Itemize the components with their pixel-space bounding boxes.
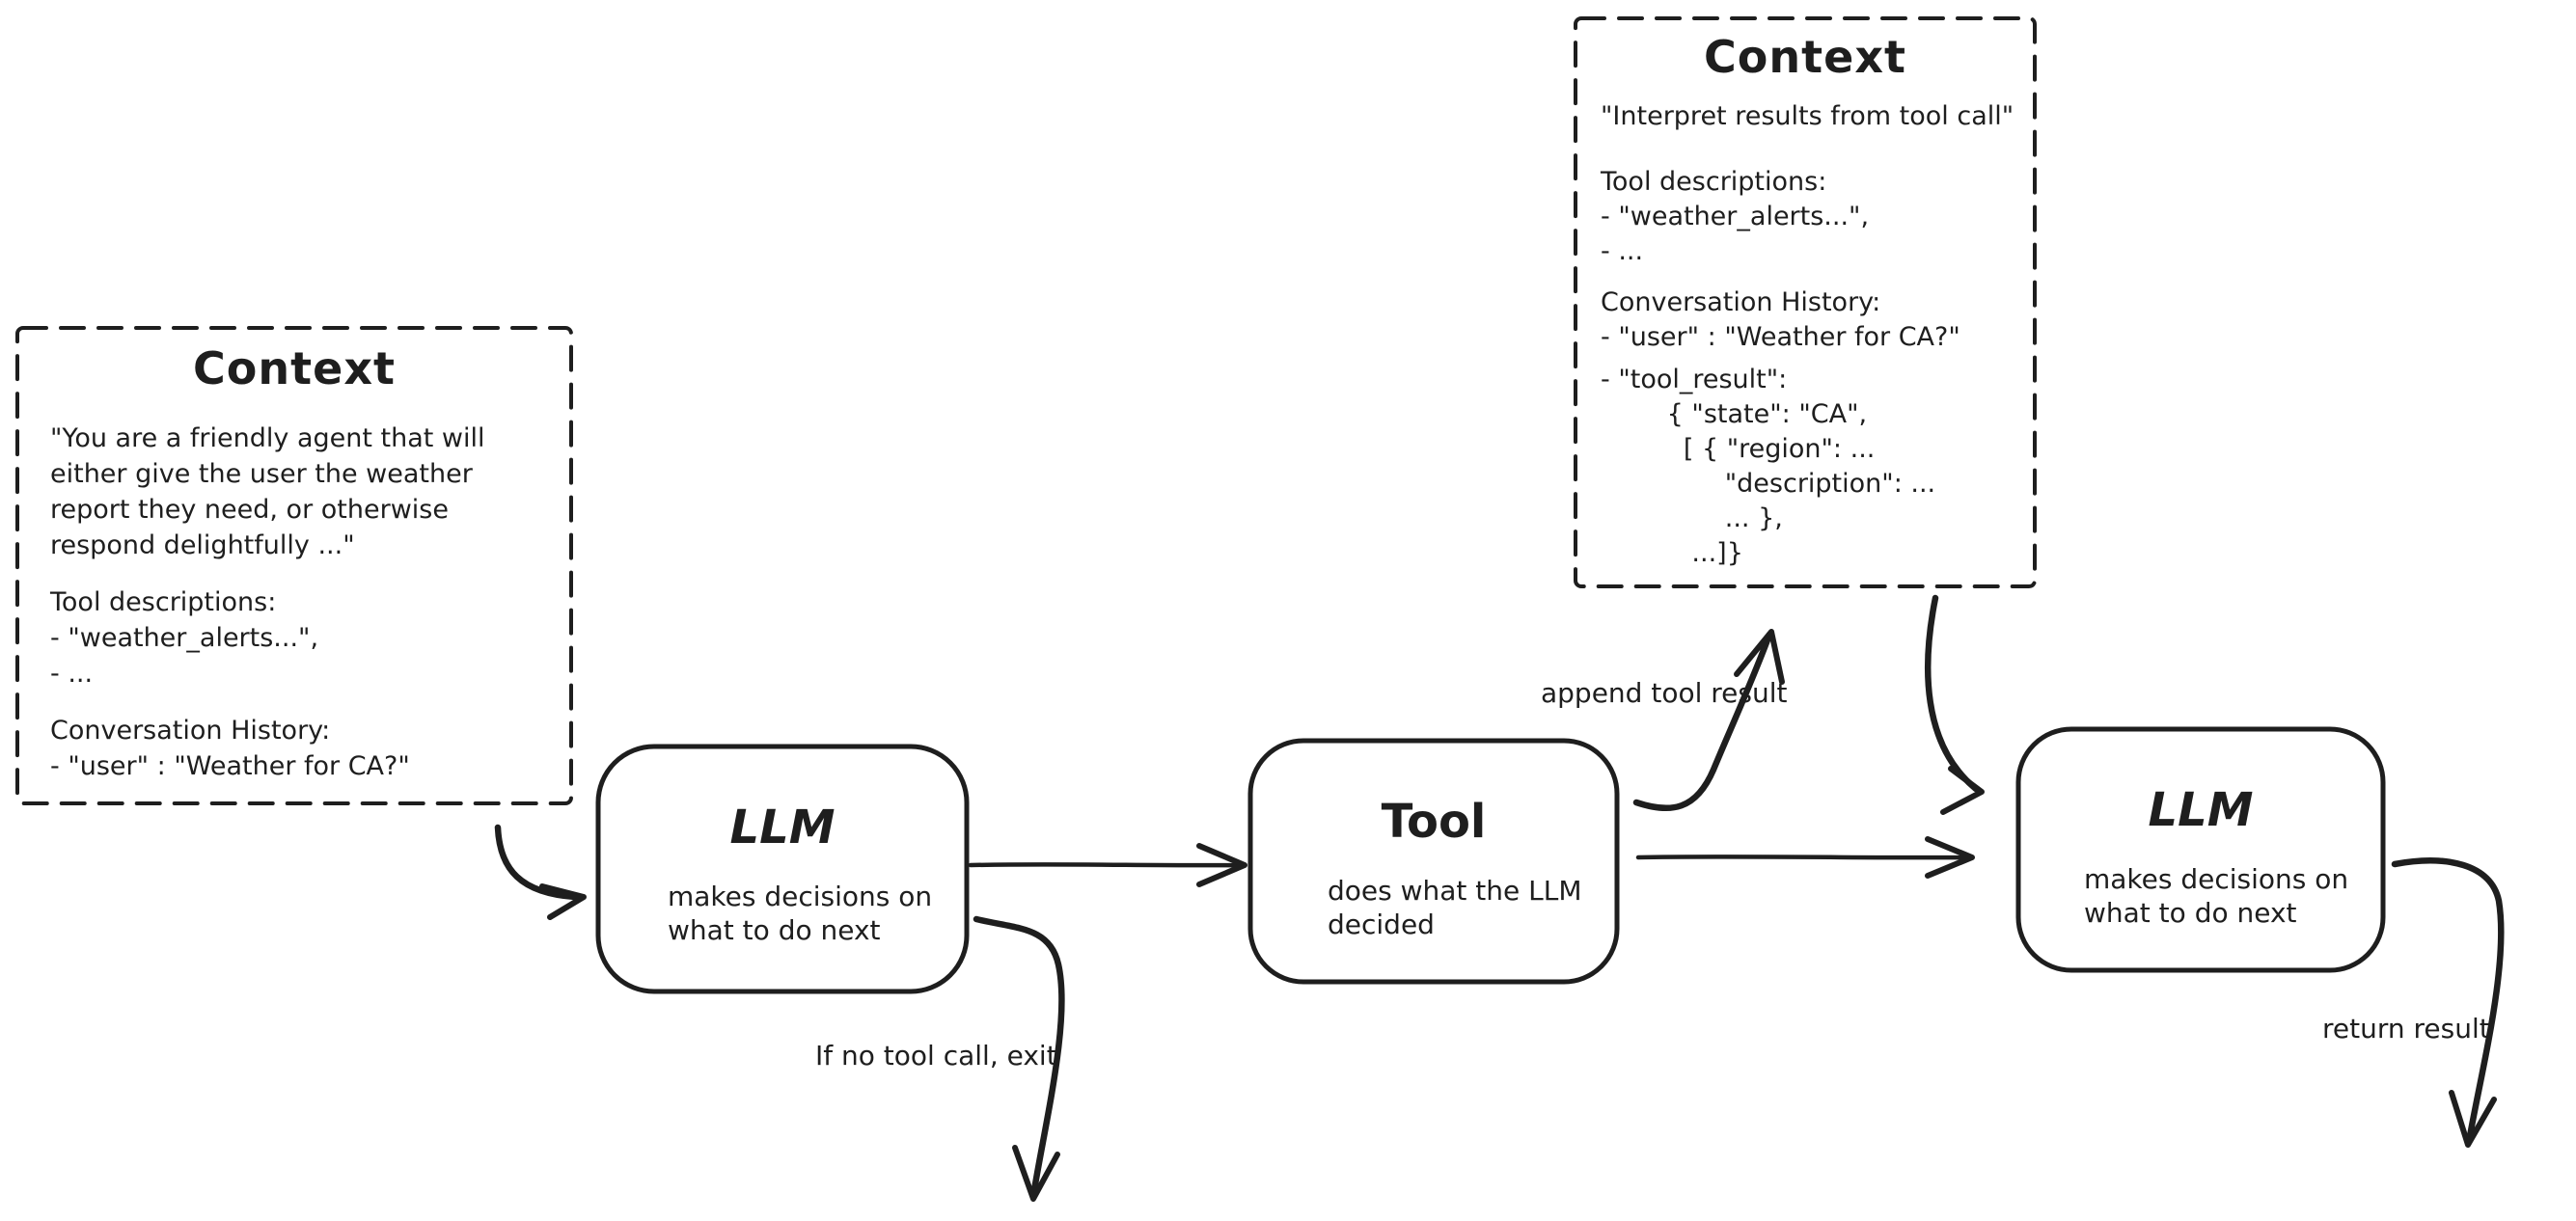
context-panel-2: Context "Interpret results from tool cal…	[1576, 18, 2035, 571]
context-panel-1: Context "You are a friendly agent that w…	[17, 328, 571, 784]
arrow-llm2-return	[2391, 857, 2505, 1146]
llm-1-subtitle: makes decisions on what to do next	[668, 881, 933, 946]
context-2-tool-descriptions: Tool descriptions: - "weather_alerts..."…	[1601, 167, 1870, 266]
arrowhead-tool-to-llm2	[1925, 836, 1975, 879]
context-1-tool-descriptions: Tool descriptions: - "weather_alerts..."…	[50, 587, 319, 689]
context-1-system-prompt: "You are a friendly agent that will eith…	[50, 423, 485, 560]
arrowhead-llm1-to-tool	[1196, 843, 1247, 887]
tool-subtitle: does what the LLM decided	[1328, 875, 1582, 940]
llm-1-node: LLM makes decisions on what to do next	[598, 746, 967, 947]
context-1-conversation-history: Conversation History: - "user" : "Weathe…	[50, 716, 410, 781]
context-2-title: Context	[1704, 31, 1906, 83]
context-box-2-outline	[1574, 16, 2037, 588]
context-1-title: Context	[193, 342, 396, 394]
arrow-llm1-exit	[973, 915, 1065, 1200]
arrowhead-context1-to-llm1	[539, 883, 587, 920]
llm-2-title: LLM	[2148, 783, 2254, 837]
llm-1-title: LLM	[729, 800, 836, 855]
tool-title: Tool	[1381, 795, 1487, 849]
context-2-system-prompt: "Interpret results from tool call"	[1601, 101, 2014, 131]
arrow-context2-to-llm2	[1925, 594, 1980, 793]
label-append-tool-result: append tool result	[1541, 677, 1788, 709]
arrowhead-llm2-return	[2449, 1090, 2497, 1148]
context-2-tool-result: - "tool_result": { "state": "CA", [ { "r…	[1601, 365, 1936, 568]
arrow-tool-to-llm2	[1635, 855, 1971, 860]
llm-2-subtitle: makes decisions on what to do next	[2084, 863, 2349, 929]
arrow-tool-to-context2	[1632, 631, 1773, 812]
context-box-1-outline	[15, 326, 573, 805]
arrowhead-context2-to-llm2	[1940, 766, 1985, 815]
llm-1-box-outline	[595, 744, 970, 994]
context-1-body: "You are a friendly agent that will eith…	[17, 395, 571, 784]
tool-node: Tool does what the LLM decided	[1250, 741, 1617, 941]
context-2-conversation-history: Conversation History: - "user" : "Weathe…	[1601, 287, 1960, 352]
context-2-body: "Interpret results from tool call" Tool …	[1576, 84, 2035, 571]
label-if-no-tool-call-exit: If no tool call, exit	[815, 1040, 1057, 1072]
arrow-context1-to-llm1	[494, 824, 579, 901]
llm-2-node: LLM makes decisions on what to do next	[2018, 729, 2383, 930]
arrow-llm1-to-tool	[968, 862, 1244, 868]
label-return-result: return result	[2322, 1013, 2490, 1045]
arrowhead-llm1-exit	[1012, 1145, 1060, 1202]
tool-box-outline	[1247, 738, 1620, 985]
llm-2-box-outline	[2015, 726, 2386, 973]
arrowhead-tool-to-context2	[1734, 629, 1785, 685]
